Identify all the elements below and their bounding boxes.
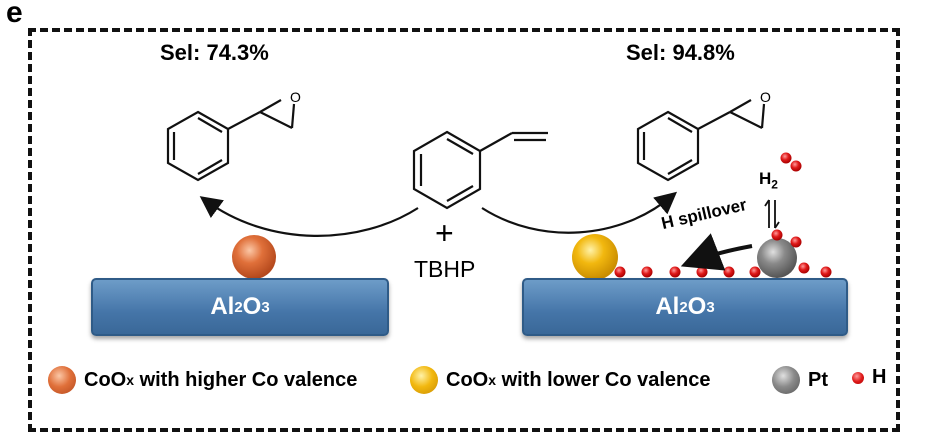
spillover-arrow (680, 233, 753, 271)
right-coox-particle (572, 234, 618, 280)
red-dot-icon (852, 371, 864, 384)
panel-label: e (6, 0, 23, 29)
legend-item-h: H (852, 366, 886, 389)
left-epoxide-molecule (166, 99, 296, 182)
h2-molecule (780, 152, 802, 172)
pt-particle (757, 238, 797, 278)
orange-sphere-icon (48, 366, 76, 394)
right-epoxide-oxygen: O (760, 89, 771, 105)
left-coox-particle (232, 235, 276, 279)
dashed-frame (28, 28, 900, 432)
equilibrium-arrows (764, 199, 780, 229)
styrene-molecule (412, 130, 548, 210)
h2-label: H2 (759, 169, 778, 192)
left-selectivity: Sel: 74.3% (160, 40, 269, 65)
left-reaction-arrow (199, 196, 419, 237)
legend-item-pt: Pt (772, 366, 828, 394)
plus-sign: + (435, 215, 454, 251)
left-epoxide-oxygen: O (290, 89, 301, 105)
right-epoxide-molecule (636, 99, 766, 182)
surface-hydrogen-atoms (614, 229, 832, 278)
yellow-sphere-icon (410, 366, 438, 394)
right-reaction-arrow (481, 191, 678, 234)
gray-sphere-icon (772, 366, 800, 394)
right-selectivity: Sel: 94.8% (626, 40, 735, 65)
tbhp-label: TBHP (414, 256, 476, 282)
